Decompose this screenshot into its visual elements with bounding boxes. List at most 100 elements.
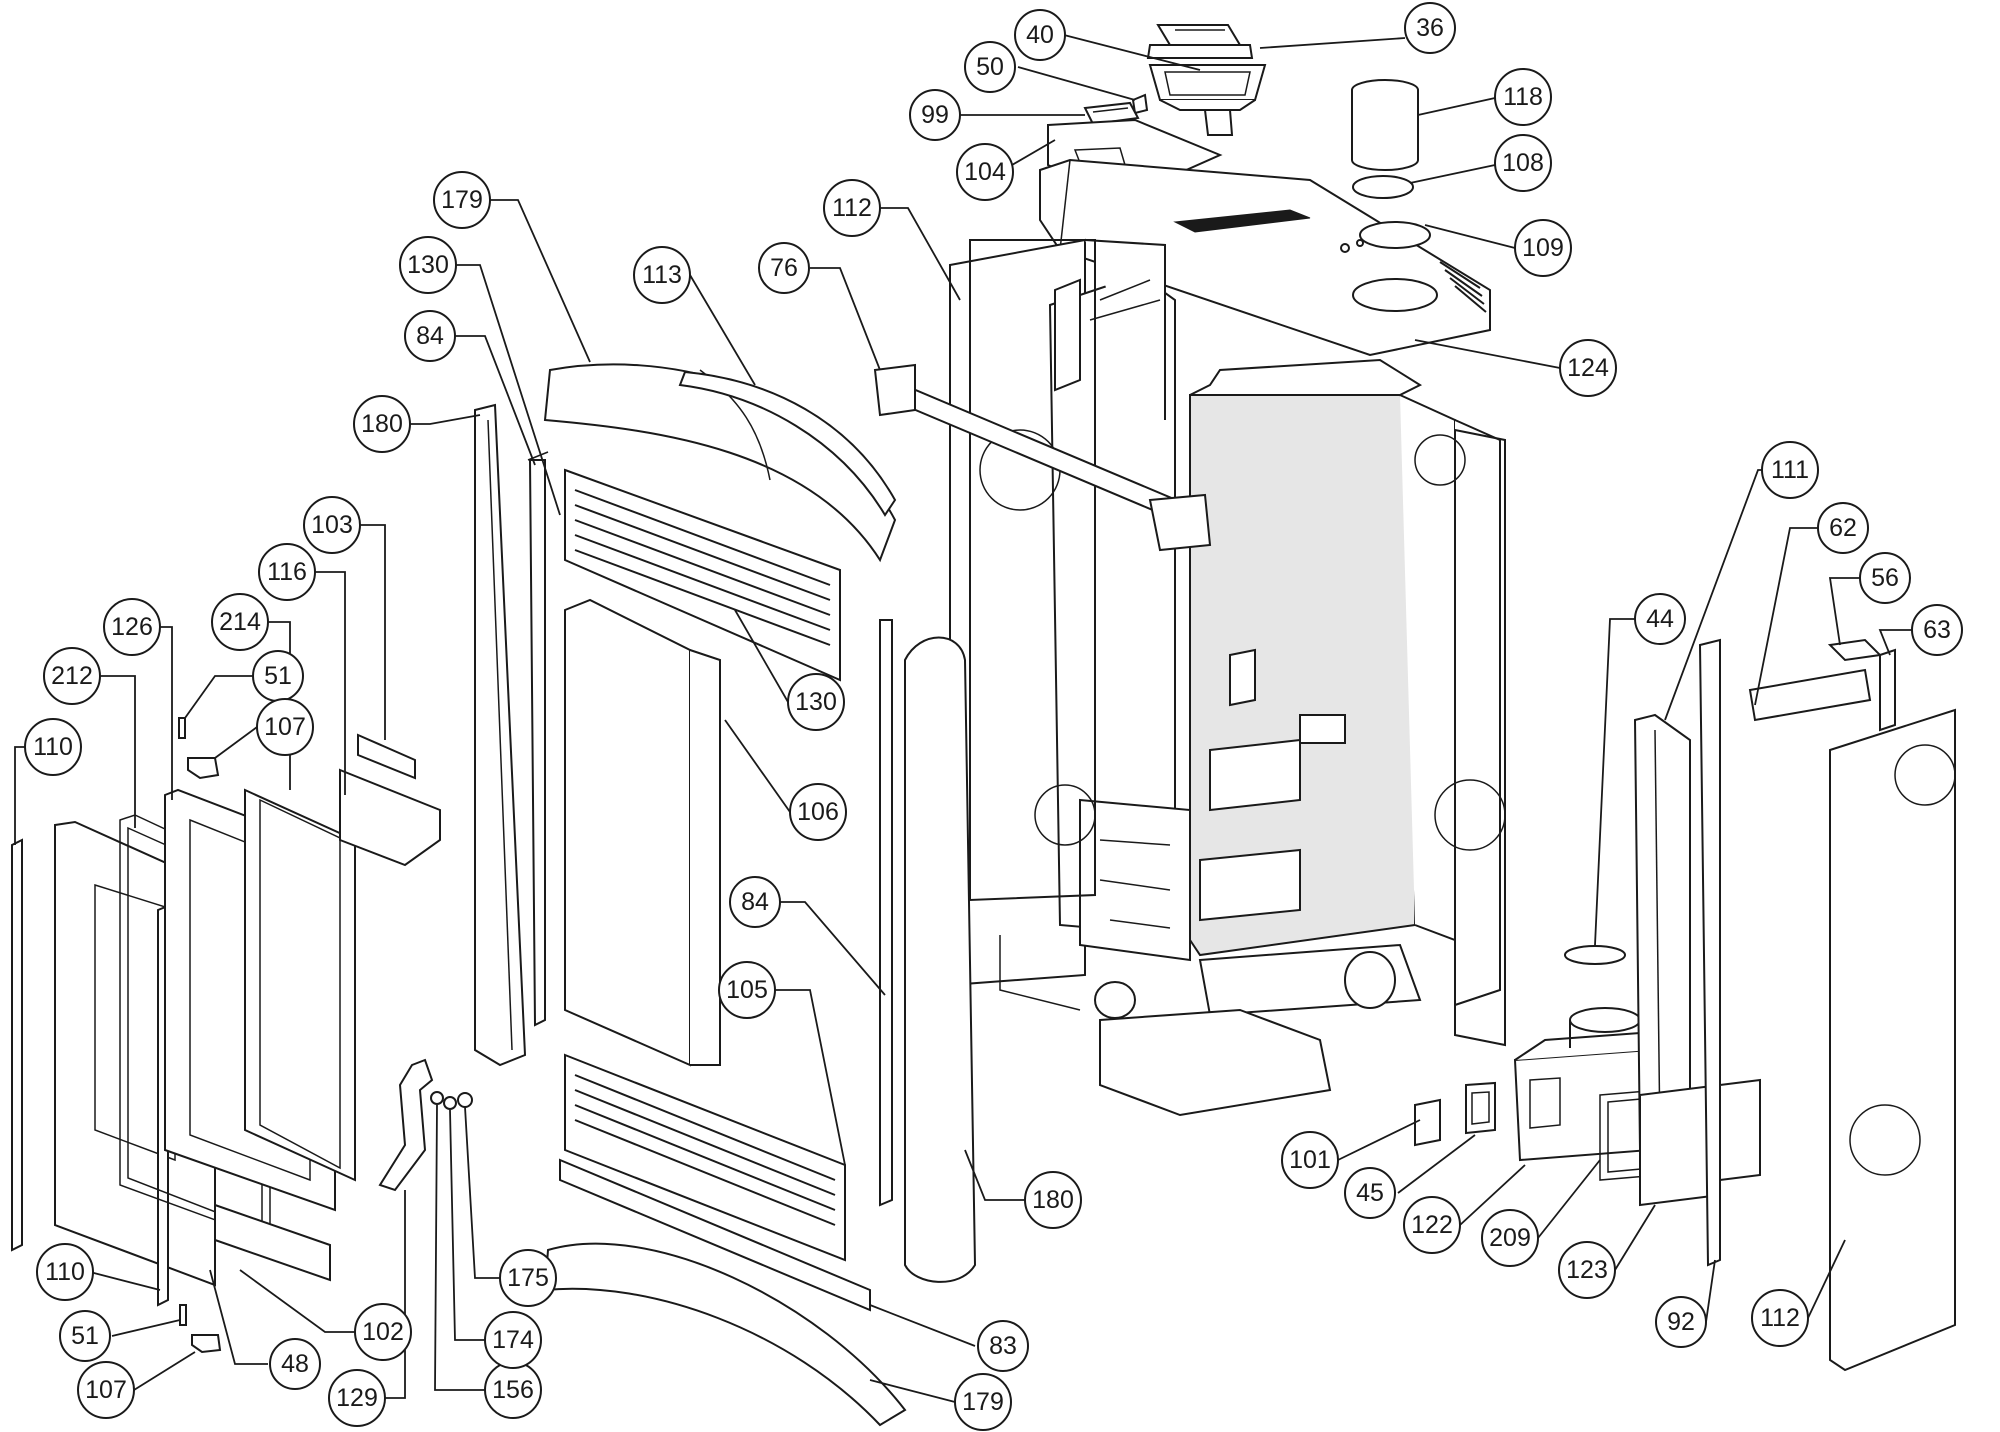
part-83-lower-bar bbox=[559, 1158, 871, 1312]
callout-180-right-label: 180 bbox=[1032, 1186, 1074, 1214]
part-40-lid-bracket bbox=[1148, 64, 1267, 136]
part-102-bottom-bar bbox=[214, 1203, 331, 1282]
callout-63: 63 bbox=[1911, 604, 1963, 656]
callout-179-top: 179 bbox=[433, 171, 491, 229]
callout-45-label: 45 bbox=[1356, 1179, 1384, 1207]
callout-112-top-label: 112 bbox=[832, 194, 872, 222]
part-50-clip bbox=[1131, 93, 1149, 115]
callout-36-label: 36 bbox=[1416, 14, 1444, 42]
part-44-ring bbox=[1564, 945, 1626, 965]
callout-102: 102 bbox=[354, 1303, 412, 1361]
part-214-frame bbox=[244, 788, 356, 1182]
callout-123-label: 123 bbox=[1566, 1256, 1608, 1284]
callout-179-top-label: 179 bbox=[441, 186, 483, 214]
part-84-rail-right bbox=[879, 619, 893, 1207]
callout-130-bottom: 130 bbox=[787, 673, 845, 731]
part-76-crossbar bbox=[873, 363, 1212, 552]
callout-156-label: 156 bbox=[492, 1376, 534, 1404]
callout-214-label: 214 bbox=[219, 608, 261, 636]
part-92-rail bbox=[1698, 638, 1761, 1267]
callout-40: 40 bbox=[1014, 9, 1066, 61]
callout-108: 108 bbox=[1494, 134, 1552, 192]
part-103-bar bbox=[357, 733, 416, 780]
callout-76-label: 76 bbox=[770, 254, 798, 282]
callout-124-label: 124 bbox=[1567, 354, 1609, 382]
part-107-latch-top bbox=[187, 757, 220, 780]
part-51-pin-bottom bbox=[179, 1304, 187, 1326]
callout-112-top: 112 bbox=[823, 179, 881, 237]
part-111-column bbox=[1633, 713, 1691, 1152]
part-45-plate bbox=[1465, 1081, 1496, 1135]
callout-180-left: 180 bbox=[353, 395, 411, 453]
callout-83: 83 bbox=[977, 1320, 1029, 1372]
callout-214: 214 bbox=[211, 593, 269, 651]
part-108-gasket bbox=[1352, 175, 1414, 199]
callout-102-label: 102 bbox=[362, 1318, 404, 1346]
callout-62: 62 bbox=[1817, 502, 1869, 554]
callout-179-bottom-label: 179 bbox=[962, 1388, 1004, 1416]
part-105-lower-grille bbox=[564, 1053, 846, 1262]
part-84-rail-left bbox=[527, 451, 549, 1027]
callout-44: 44 bbox=[1634, 593, 1686, 645]
part-62-bracket bbox=[1748, 668, 1872, 722]
callout-48-label: 48 bbox=[281, 1350, 309, 1378]
callout-84-bottom-label: 84 bbox=[741, 888, 769, 916]
part-99-small-handle bbox=[1083, 101, 1140, 126]
callout-44-label: 44 bbox=[1646, 605, 1674, 633]
callout-126: 126 bbox=[103, 598, 161, 656]
callout-110-bottom-label: 110 bbox=[45, 1258, 85, 1286]
callout-105-label: 105 bbox=[726, 976, 768, 1004]
callout-123: 123 bbox=[1558, 1241, 1616, 1299]
callout-118: 118 bbox=[1494, 68, 1552, 126]
callout-107-bottom: 107 bbox=[77, 1361, 135, 1419]
callout-110-bottom: 110 bbox=[36, 1243, 94, 1301]
callout-116: 116 bbox=[258, 543, 316, 601]
callout-56: 56 bbox=[1859, 552, 1911, 604]
callout-180-left-label: 180 bbox=[361, 410, 403, 438]
part-110-hinge-strip bbox=[11, 838, 169, 1307]
callout-116-label: 116 bbox=[267, 558, 307, 586]
callout-103-label: 103 bbox=[311, 511, 353, 539]
callout-130-top-label: 130 bbox=[407, 251, 449, 279]
callout-92: 92 bbox=[1655, 1296, 1707, 1348]
callout-107-bottom-label: 107 bbox=[85, 1376, 127, 1404]
callout-40-label: 40 bbox=[1026, 21, 1054, 49]
part-51-pin-top bbox=[178, 717, 186, 739]
part-101-plate bbox=[1414, 1098, 1441, 1147]
callout-113: 113 bbox=[633, 246, 691, 304]
callout-212-label: 212 bbox=[51, 662, 93, 690]
callout-156: 156 bbox=[484, 1361, 542, 1419]
callout-83-label: 83 bbox=[989, 1332, 1017, 1360]
callout-109: 109 bbox=[1514, 219, 1572, 277]
callout-124: 124 bbox=[1559, 339, 1617, 397]
callout-174-label: 174 bbox=[492, 1326, 534, 1354]
part-56-clip bbox=[1827, 638, 1883, 662]
callout-106-label: 106 bbox=[797, 798, 839, 826]
part-106-duct bbox=[564, 598, 721, 1067]
callout-209-label: 209 bbox=[1489, 1224, 1531, 1252]
part-180-left-column bbox=[474, 403, 527, 1067]
callout-209: 209 bbox=[1481, 1209, 1539, 1267]
callout-112-right-label: 112 bbox=[1760, 1304, 1800, 1332]
callout-174: 174 bbox=[484, 1311, 542, 1369]
callout-56-label: 56 bbox=[1871, 564, 1899, 592]
callout-51-bottom: 51 bbox=[59, 1310, 111, 1362]
callout-99: 99 bbox=[909, 89, 961, 141]
callout-50: 50 bbox=[964, 41, 1016, 93]
callout-107-top-label: 107 bbox=[264, 713, 306, 741]
callout-84-top-label: 84 bbox=[416, 322, 444, 350]
callout-118-label: 118 bbox=[1503, 83, 1543, 111]
part-124-top-panel bbox=[1039, 158, 1491, 357]
callout-104-label: 104 bbox=[964, 158, 1006, 186]
part-113-strip bbox=[678, 370, 897, 517]
callout-130-bottom-label: 130 bbox=[795, 688, 837, 716]
callout-62-label: 62 bbox=[1829, 514, 1857, 542]
callout-84-top: 84 bbox=[404, 310, 456, 362]
callout-180-right: 180 bbox=[1024, 1171, 1082, 1229]
callout-126-label: 126 bbox=[111, 613, 153, 641]
callout-175: 175 bbox=[499, 1249, 557, 1307]
part-174-washer bbox=[443, 1096, 457, 1110]
callout-76: 76 bbox=[758, 242, 810, 294]
callout-130-top: 130 bbox=[399, 236, 457, 294]
callout-122: 122 bbox=[1403, 1196, 1461, 1254]
